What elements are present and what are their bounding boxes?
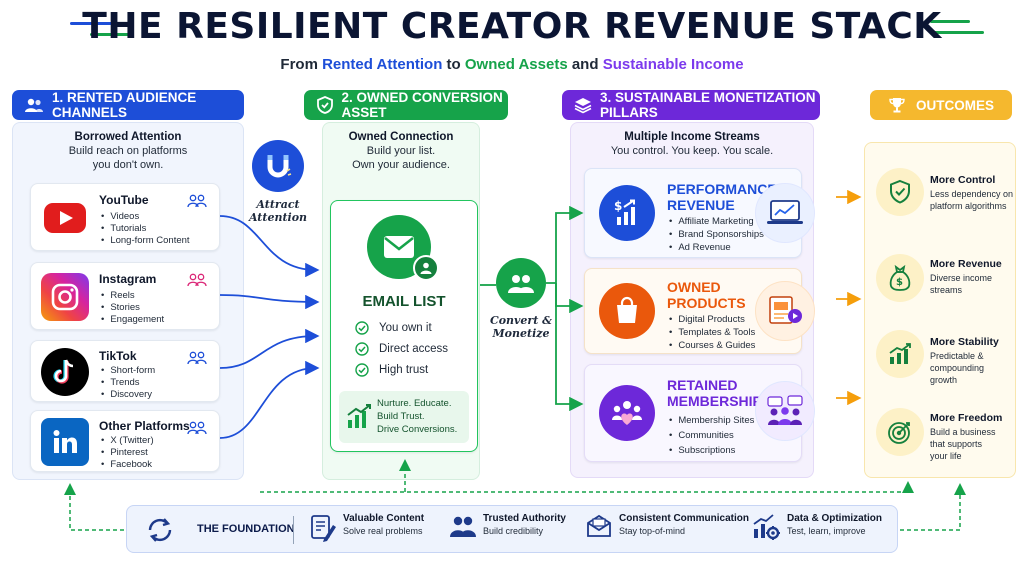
title-deco-right-1	[930, 20, 970, 23]
growth-chart-icon	[345, 403, 373, 436]
shield-check-icon	[876, 168, 924, 216]
svg-text:$: $	[614, 199, 622, 213]
users-icon	[24, 94, 44, 116]
channel-items: Short-form Trends Discovery	[101, 365, 155, 401]
user-badge-icon	[413, 255, 439, 281]
foundation-item-authority: Trusted Authority Build credibility	[449, 513, 566, 544]
envelope-icon	[585, 513, 613, 544]
pillar-items: Digital Products Templates & Tools Cours…	[669, 313, 755, 352]
channel-items: Reels Stories Engagement	[101, 290, 164, 326]
pillar-items: Membership Sites Communities Subscriptio…	[669, 413, 754, 458]
instagram-icon	[41, 273, 89, 321]
check-access: Direct access	[355, 342, 448, 356]
page-subtitle: From Rented Attention to Owned Assets an…	[280, 56, 744, 73]
channel-name: TikTok	[99, 349, 137, 363]
outcome-stability: More Stability Predictable & compounding…	[864, 322, 1016, 396]
users-icon	[187, 194, 207, 213]
outcome-control: More Control Less dependency on platform…	[864, 160, 1016, 234]
pillars-column-header: 3. SUSTAINABLE MONETIZATION PILLARS	[562, 90, 820, 120]
title-deco-right-2	[930, 31, 984, 34]
email-to-pillars-arrows	[480, 205, 584, 412]
subtitle-rented: Rented Attention	[322, 56, 443, 73]
target-icon	[876, 408, 924, 456]
nurture-box: Nurture. Educate. Build Trust. Drive Con…	[339, 391, 469, 443]
title-deco-left-2	[90, 33, 134, 36]
document-pen-icon	[309, 513, 337, 548]
layers-icon	[574, 94, 592, 116]
channel-name: Instagram	[99, 272, 157, 286]
convert-users-icon	[496, 258, 546, 308]
pillar-title: OWNED PRODUCTS	[667, 279, 746, 311]
outcome-revenue: $ More Revenue Diverse income streams	[864, 244, 1016, 318]
people-icon	[449, 513, 477, 544]
cycle-icon	[145, 516, 175, 549]
channel-card-youtube[interactable]: YouTube Videos Tutorials Long-form Conte…	[30, 183, 220, 251]
pillars-panel-head: Multiple Income Streams You control. You…	[610, 131, 774, 157]
channel-items: Videos Tutorials Long-form Content	[101, 211, 189, 247]
money-bag-icon: $	[876, 254, 924, 302]
foundation-bar: THE FOUNDATION Valuable Content Solve re…	[126, 505, 898, 553]
check-circle-icon	[355, 321, 369, 335]
youtube-icon	[41, 194, 89, 242]
convert-monetize-label: Convert &Monetize	[489, 314, 553, 340]
outcomes-column-header: OUTCOMES	[870, 90, 1012, 120]
svg-text:$: $	[896, 277, 903, 288]
rented-panel-head: Borrowed Attention Build reach on platfo…	[68, 131, 188, 171]
foundation-item-data: Data & Optimization Test, learn, improve	[751, 513, 882, 546]
channel-card-instagram[interactable]: Instagram Reels Stories Engagement	[30, 262, 220, 330]
foundation-item-content: Valuable Content Solve real problems	[309, 513, 424, 548]
pillar-items: Affiliate Marketing Brand Sponsorships A…	[669, 215, 764, 254]
growth-bars-icon	[876, 330, 924, 378]
check-circle-icon	[355, 342, 369, 356]
tiktok-icon	[41, 348, 89, 396]
channel-card-other[interactable]: Other Platforms X (Twitter) Pinterest Fa…	[30, 410, 220, 472]
pillar-title: PERFORMANCE REVENUE	[667, 181, 777, 213]
pillar-card-performance[interactable]: $ PERFORMANCE REVENUE Affiliate Marketin…	[584, 168, 815, 258]
foundation-label: THE FOUNDATION	[197, 523, 295, 535]
channel-name: YouTube	[99, 193, 149, 207]
users-icon	[187, 351, 207, 370]
magnet-icon	[252, 140, 304, 192]
chart-gear-icon	[751, 513, 781, 546]
digital-product-icon	[755, 281, 815, 341]
rented-column-header: 1. RENTED AUDIENCE CHANNELS	[12, 90, 244, 120]
community-heart-icon	[599, 385, 655, 441]
pillar-card-products[interactable]: OWNED PRODUCTS Digital Products Template…	[584, 268, 815, 354]
check-own: You own it	[355, 321, 432, 335]
email-list-card[interactable]: EMAIL LIST You own it Direct access High…	[330, 200, 478, 452]
pillar-title: RETAINED MEMBERSHIPS	[667, 377, 772, 409]
trophy-icon	[886, 94, 908, 116]
users-icon	[187, 273, 207, 292]
check-trust: High trust	[355, 363, 428, 377]
linkedin-icon	[41, 418, 89, 466]
subtitle-sustainable: Sustainable Income	[602, 56, 744, 73]
channel-card-tiktok[interactable]: TikTok Short-form Trends Discovery	[30, 340, 220, 402]
channel-name: Other Platforms	[99, 419, 190, 433]
page-title: THE RESILIENT CREATOR REVENUE STACK	[82, 6, 942, 47]
email-list-title: EMAIL LIST	[362, 293, 446, 310]
pillars-to-outcomes-arrows	[836, 189, 862, 406]
subtitle-owned: Owned Assets	[464, 56, 568, 73]
foundation-divider	[293, 516, 294, 544]
dollar-chart-icon: $	[599, 185, 655, 241]
shield-icon	[316, 94, 333, 116]
owned-column-header: 2. OWNED CONVERSION ASSET	[304, 90, 508, 120]
shopping-bag-icon	[599, 283, 655, 339]
foundation-item-communication: Consistent Communication Stay top-of-min…	[585, 513, 749, 544]
users-icon	[187, 421, 207, 440]
owned-panel-head: Owned Connection Build your list. Own yo…	[348, 131, 454, 171]
laptop-chart-icon	[755, 183, 815, 243]
channel-items: X (Twitter) Pinterest Facebook	[101, 435, 153, 471]
group-chat-icon	[755, 381, 815, 441]
pillar-card-memberships[interactable]: RETAINED MEMBERSHIPS Membership Sites Co…	[584, 364, 815, 462]
title-deco-left-1	[70, 22, 130, 25]
outcome-freedom: More Freedom Build a business that suppo…	[864, 400, 1016, 474]
check-circle-icon	[355, 363, 369, 377]
